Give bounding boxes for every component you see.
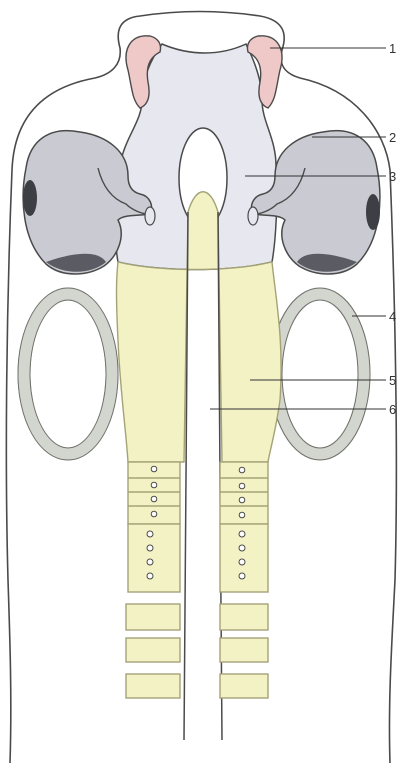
label-6: 6 <box>389 402 396 417</box>
label-2: 2 <box>389 130 396 145</box>
label-3: 3 <box>389 169 396 184</box>
label-5: 5 <box>389 373 396 388</box>
somites <box>126 462 268 698</box>
label-1: 1 <box>389 41 396 56</box>
label-4: 4 <box>389 309 396 324</box>
otic-ring-right <box>276 294 364 454</box>
